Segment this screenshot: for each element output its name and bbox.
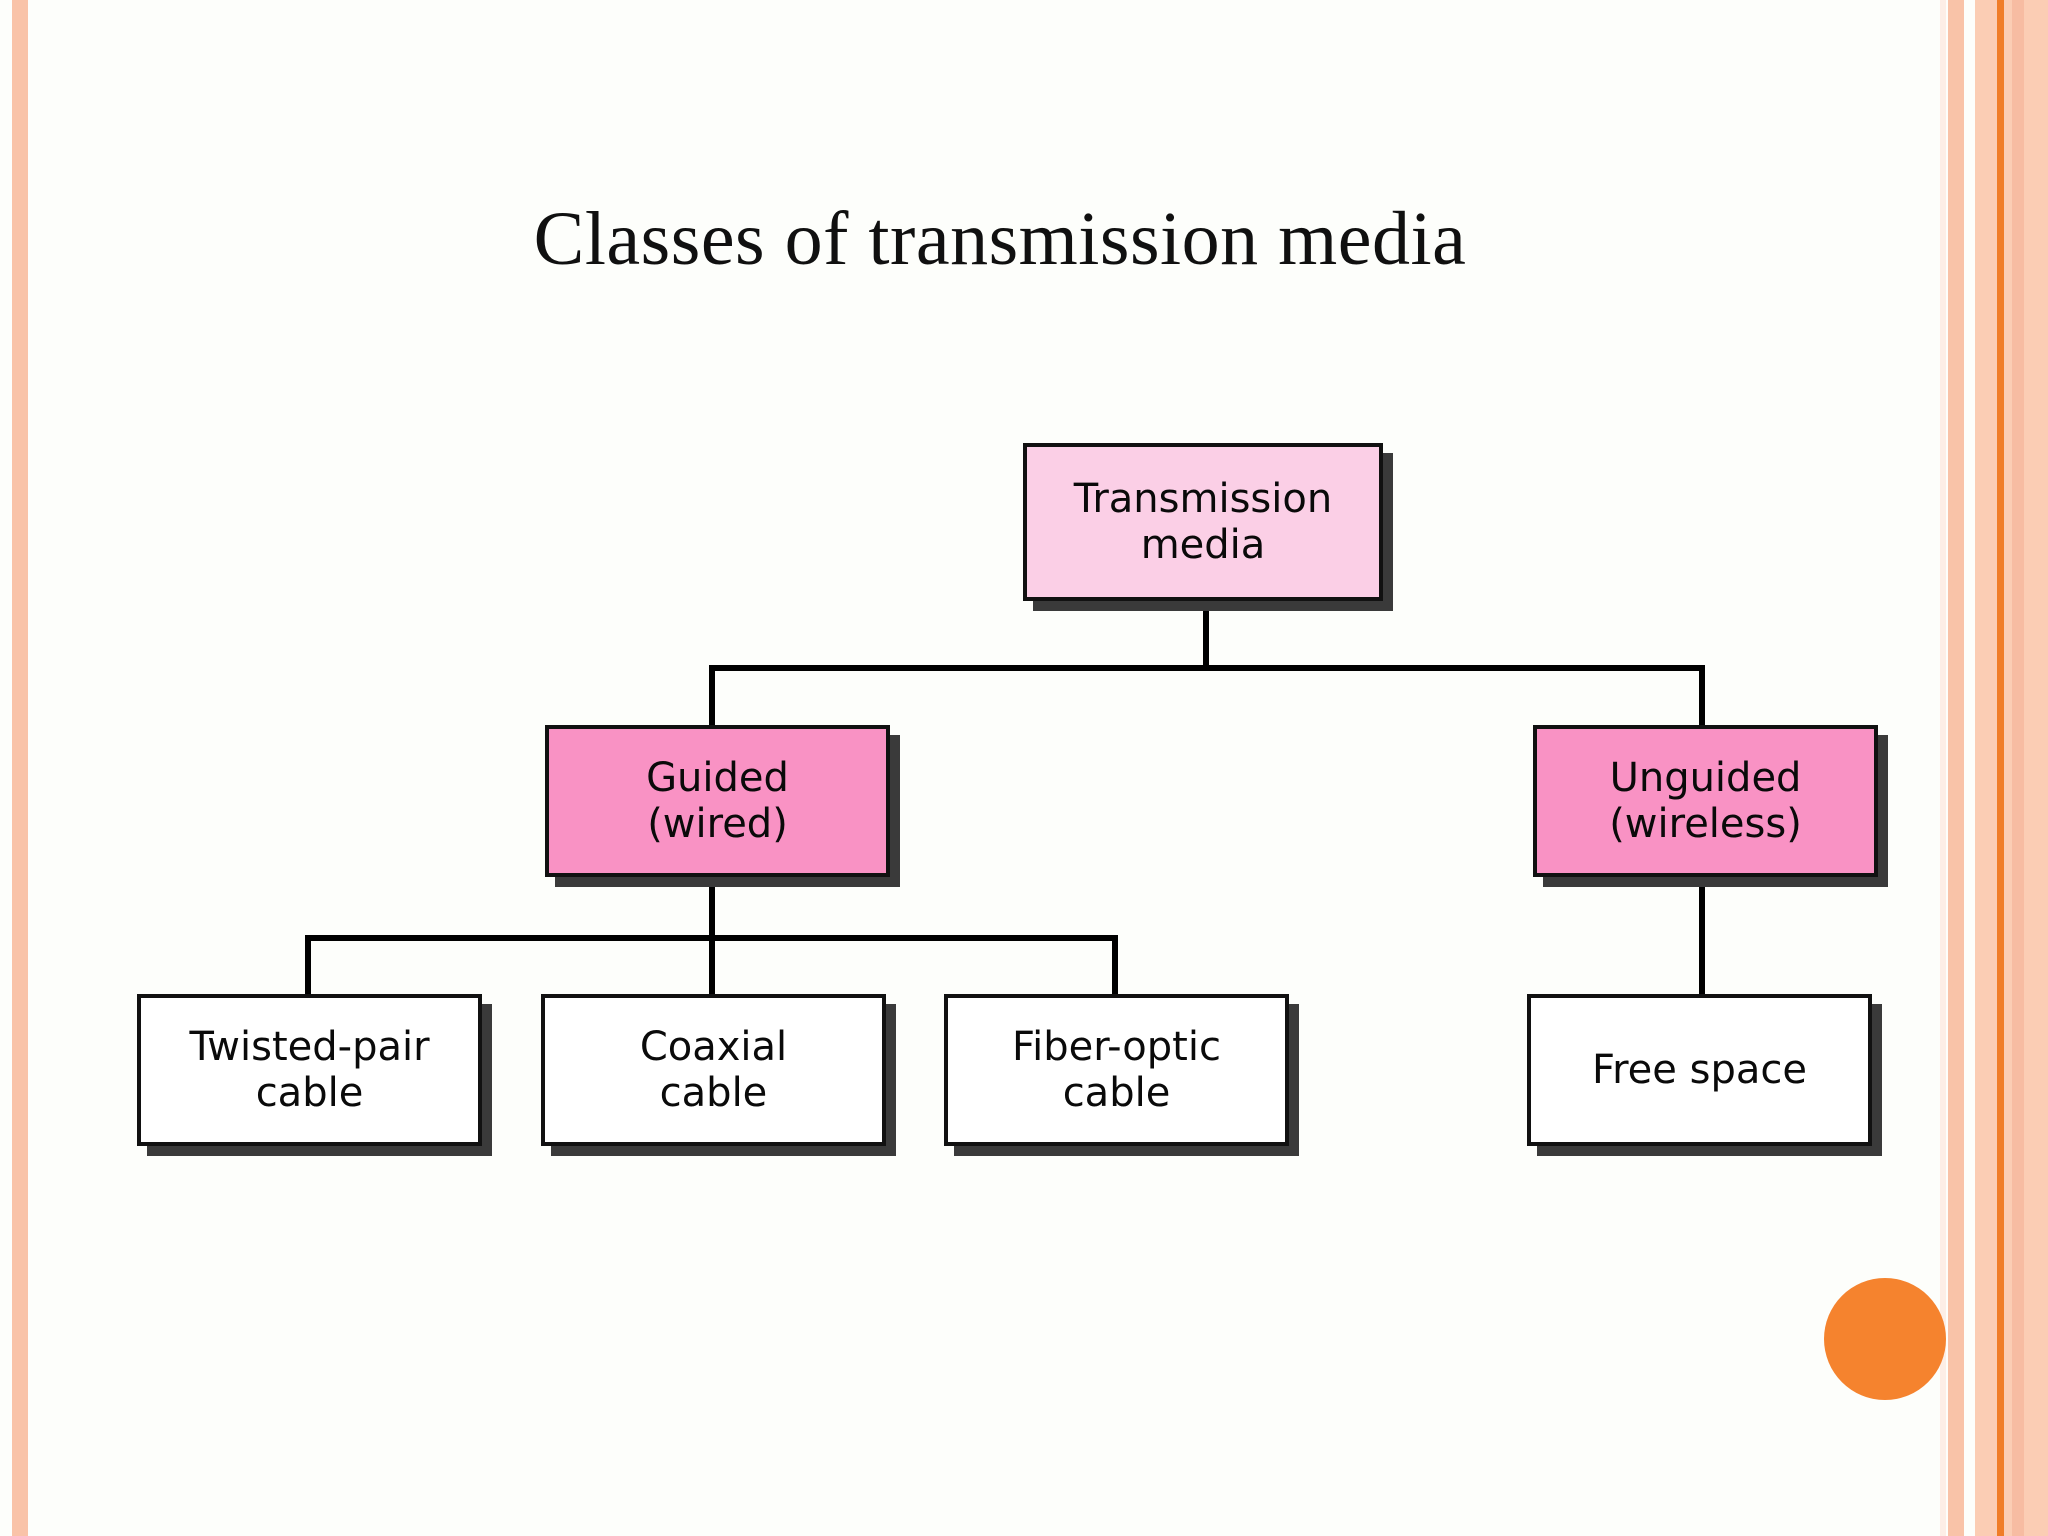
node-free-space[interactable]: Free space [1527,994,1872,1146]
node-unguided-wireless[interactable]: Unguided (wireless) [1533,725,1878,877]
edge-stripe-right-6 [2012,0,2024,1536]
edge-stripe-right-1 [1940,0,1946,1536]
node-twisted-pair-cable[interactable]: Twisted-pair cable [137,994,482,1146]
connector-guided-stem [709,872,715,939]
connector-root-stem [1203,601,1209,670]
node-label-coaxial-cable: Coaxial cable [639,1024,788,1116]
connector-unguided-stem [1699,872,1705,999]
node-label-transmission-media: Transmission media [1073,476,1333,568]
connector-to-guided [709,665,715,730]
node-transmission-media[interactable]: Transmission media [1023,443,1383,601]
node-fiber-optic-cable[interactable]: Fiber-optic cable [944,994,1289,1146]
edge-stripe-right-4 [1997,0,2004,1536]
page-title: Classes of transmission media [533,197,1467,281]
node-coaxial-cable[interactable]: Coaxial cable [541,994,886,1146]
edge-stripe-right-7 [2024,0,2048,1536]
accent-circle-icon [1824,1278,1946,1400]
edge-stripe-left [12,0,28,1536]
connector-to-unguided [1699,665,1705,730]
node-label-guided-wired: Guided (wired) [646,755,789,847]
edge-stripe-right-5 [2004,0,2012,1536]
node-label-twisted-pair-cable: Twisted-pair cable [189,1024,430,1116]
node-label-unguided-wireless: Unguided (wireless) [1609,755,1802,847]
connector-to-coaxial [709,935,715,999]
edge-stripe-right-2 [1948,0,1964,1536]
connector-level1-bus [709,665,1705,671]
connector-to-twisted-pair [305,935,311,999]
edge-stripe-right-3 [1975,0,1997,1536]
node-label-free-space: Free space [1592,1047,1807,1093]
node-guided-wired[interactable]: Guided (wired) [545,725,890,877]
node-label-fiber-optic-cable: Fiber-optic cable [1012,1024,1221,1116]
connector-to-fiber-optic [1112,935,1118,999]
